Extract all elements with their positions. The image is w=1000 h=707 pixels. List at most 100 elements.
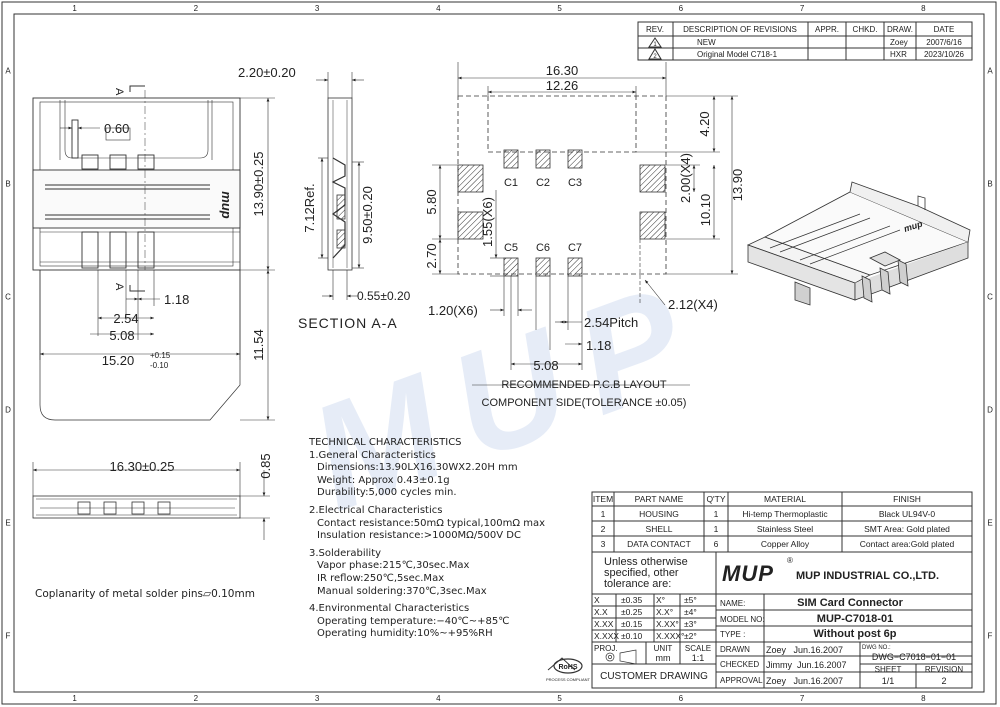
tech-item: Operating humidity:10%~+95%RH: [317, 628, 493, 640]
rev-triangle-2: [648, 48, 662, 60]
sim-card-outline: [39, 270, 241, 421]
contact-c1: C1: [504, 177, 518, 189]
frame-row-mark: D: [5, 406, 11, 415]
frame-col-mark: 2: [194, 4, 199, 13]
customer-drawing: CUSTOMER DRAWING: [600, 671, 708, 682]
pcb-caption-2: COMPONENT SIDE(TOLERANCE ±0.05): [482, 397, 687, 409]
tol-note-3: tolerance are:: [604, 578, 671, 590]
dim-0-60: 0.60: [104, 121, 129, 136]
tech-item: Manual soldering:370℃,3sec.Max: [317, 585, 487, 597]
dim-15-20: 15.20: [102, 353, 135, 368]
frame-col-mark: 6: [679, 694, 684, 703]
model-label: MODEL NO:: [720, 615, 765, 624]
checked-value: Jimmy Jun.16.2007: [766, 660, 847, 670]
frame-col-mark: 7: [800, 694, 805, 703]
dwg-value: DWG−C7018−01−01: [872, 652, 956, 662]
bom-cell: HOUSING: [639, 509, 679, 519]
revision-label: REVISION: [925, 665, 963, 674]
dim-2-12-x4: 2.12(X4): [668, 297, 718, 312]
tech-item: Contact resistance:50mΩ typical,100mΩ ma…: [317, 517, 546, 529]
projection-symbol: [605, 649, 637, 665]
pcb-dimensions: [432, 62, 738, 386]
tolerance-cell: X: [594, 595, 600, 605]
dim-2-00-x4: 2.00(X4): [678, 153, 693, 203]
frame-col-mark: 5: [557, 694, 562, 703]
type-label: TYPE :: [720, 630, 745, 639]
frame-col-mark: 8: [921, 4, 926, 13]
pcb-caption-1: RECOMMENDED P.C.B LAYOUT: [501, 379, 667, 391]
frame-row-mark: A: [5, 67, 11, 76]
tech-item: Durability:5,000 cycles min.: [317, 487, 457, 499]
tech-item: Weight: Approx 0.43±0.1g: [317, 474, 450, 486]
dim-12-26: 12.26: [546, 78, 579, 93]
tolerance-cell: X°: [656, 595, 665, 605]
section-view: [327, 97, 353, 271]
section-title: SECTION A-A: [298, 315, 398, 331]
tolerance-cell: ±0.15: [621, 619, 642, 629]
tech-item: Operating temperature:−40℃~+85℃: [317, 615, 510, 627]
rev-1-date: 2007/6/16: [926, 38, 962, 47]
drawn-label: DRAWN: [720, 645, 750, 654]
dim-2-70: 2.70: [424, 243, 439, 268]
frame-row-mark: D: [987, 406, 993, 415]
drawn-value: Zoey Jun.16.2007: [766, 645, 843, 655]
name-label: NAME:: [720, 599, 745, 608]
top-view-dimensions: [39, 97, 275, 421]
dim-10-10: 10.10: [698, 194, 713, 227]
svg-text:A: A: [113, 283, 125, 291]
contact-c5: C5: [504, 242, 518, 254]
rev-2-number: 2: [653, 54, 657, 60]
proj-label: PROJ.: [594, 644, 618, 653]
dim-1-18-pcb: 1.18: [586, 338, 611, 353]
dim-5-80: 5.80: [424, 189, 439, 214]
bom-cell: Black UL94V-0: [879, 509, 935, 519]
svg-text:PROCESS COMPLIANT: PROCESS COMPLIANT: [546, 677, 591, 682]
tolerance-cell: ±3°: [684, 619, 697, 629]
rev-1-number: 1: [653, 42, 657, 48]
dim-0-85: 0.85: [258, 453, 273, 478]
rev-1-draw: Zoey: [890, 38, 908, 47]
frame-col-mark: 4: [436, 4, 441, 13]
rev-2-draw: HXR: [890, 50, 907, 59]
dim-1-18-top: 1.18: [164, 292, 189, 307]
dim-2-20: 2.20±0.20: [238, 65, 296, 80]
scale-value: 1:1: [692, 653, 705, 663]
tol-note-1: Unless otherwise: [604, 556, 688, 568]
tech-item: Vapor phase:215℃,30sec.Max: [317, 560, 470, 572]
rev-2-date: 2023/10/26: [924, 50, 965, 59]
frame-col-mark: 2: [194, 694, 199, 703]
bom-cell: SHELL: [646, 524, 673, 534]
unit-value: mm: [656, 653, 671, 663]
front-view-dimensions: [32, 462, 270, 540]
frame-row-mark: C: [5, 293, 11, 302]
tolerance-cell: ±0.35: [621, 595, 642, 605]
dim-15-20-tol-bot: -0.10: [150, 361, 169, 370]
bom-header-cell: PART NAME: [635, 494, 684, 504]
dim-2-54-pitch: 2.54Pitch: [584, 315, 638, 330]
dim-5-08-pcb: 5.08: [533, 358, 558, 373]
bom-cell: 6: [714, 539, 719, 549]
rev-header-desc: DESCRIPTION OF REVISIONS: [683, 25, 797, 34]
top-view: [32, 90, 241, 421]
tech-section-4-heading: 4.Environmental Characteristics: [309, 603, 470, 615]
company-name: MUP INDUSTRIAL CO.,LTD.: [796, 570, 939, 582]
frame-col-mark: 4: [436, 694, 441, 703]
dim-9-50: 9.50±0.20: [360, 186, 375, 244]
type-value: Without post 6p: [814, 628, 897, 640]
tolerance-cell: X.X°: [656, 607, 673, 617]
dim-7-12-ref: 7.12Ref.: [302, 183, 317, 232]
frame-col-mark: 3: [315, 694, 320, 703]
isometric-view: [746, 181, 971, 306]
approval-label: APPROVAL: [720, 676, 763, 685]
bom-header-cell: Q'TY: [706, 494, 725, 504]
frame-row-mark: E: [5, 519, 10, 528]
tol-note-2: specified, other: [604, 567, 679, 579]
dim-5-08-top: 5.08: [109, 328, 134, 343]
dim-16-30-pcb: 16.30: [546, 63, 579, 78]
dim-4-20: 4.20: [697, 111, 712, 136]
rohs-mark: RoHS PROCESS COMPLIANT: [546, 657, 591, 682]
bom-cell: 1: [601, 509, 606, 519]
tech-item: Dimensions:13.90LX16.30WX2.20H mm: [317, 462, 518, 474]
frame-col-mark: 1: [72, 694, 77, 703]
approval-value: Zoey Jun.16.2007: [766, 676, 843, 686]
